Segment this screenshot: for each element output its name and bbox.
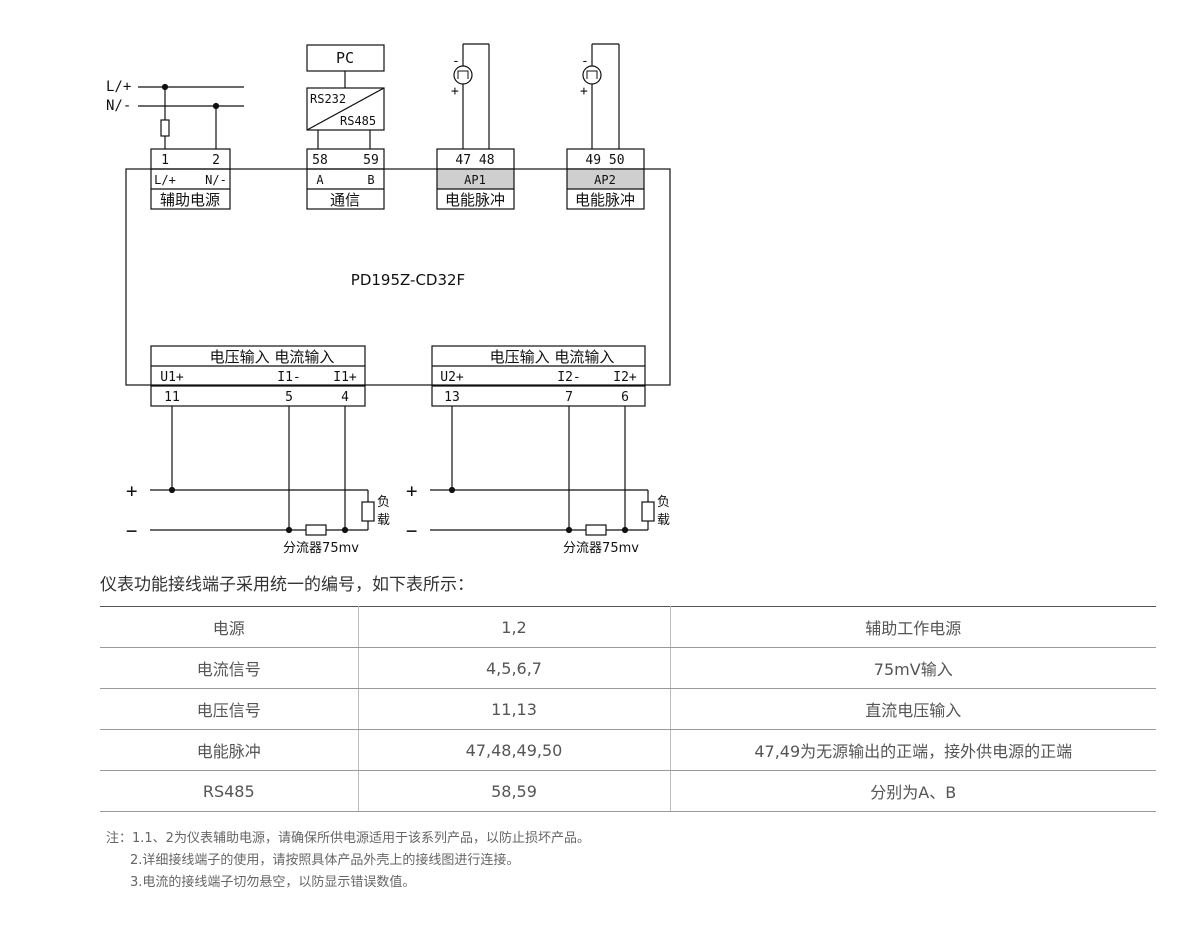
supply-phase-label: L/+ (106, 79, 131, 95)
table-cell: RS485 (100, 770, 359, 812)
block-caption: 电能脉冲 (445, 191, 505, 209)
pc-label: PC (336, 49, 354, 67)
input-pin: I1- (277, 370, 300, 385)
table-row: 电流信号 4,5,6,7 75mV输入 (100, 647, 1156, 689)
terminal-pin: B (367, 173, 374, 187)
note-line: 3.电流的接线端子切勿悬空，以防显示错误数值。 (130, 875, 416, 890)
table-cell: 分别为A、B (670, 770, 1156, 812)
input-pin: I1+ (333, 370, 357, 385)
input-number: 6 (621, 390, 629, 405)
dc-plus-label-2: + (406, 480, 417, 502)
table-cell: 辅助工作电源 (670, 606, 1156, 648)
terminal-number: 58 (312, 153, 328, 168)
pulse1-plus: + (451, 84, 459, 99)
terminal-pin: N/- (205, 173, 227, 187)
model-name: PD195Z-CD32F (351, 271, 465, 289)
dc-minus-label-2: − (406, 520, 417, 542)
terminal-number: 49 50 (585, 153, 624, 168)
converter-box (306, 87, 385, 131)
note-line: 注：1.1、2为仪表辅助电源，请确保所供电源适用于该系列产品，以防止损坏产品。 (106, 831, 590, 846)
load-label: 负 (657, 495, 670, 510)
input-number: 11 (164, 390, 180, 405)
load-label: 载 (657, 513, 670, 528)
shunt-resistor-2 (585, 524, 607, 536)
dc-plus-label-1: + (126, 480, 137, 502)
input-pin: U2+ (440, 370, 464, 385)
table-cell: 直流电压输入 (670, 688, 1156, 730)
block-caption: 辅助电源 (160, 191, 220, 209)
wiring-diagram: L/+ N/- PC RS232 RS485 - + - + 1 2 L/+ N… (106, 43, 671, 556)
table-cell: 电流信号 (100, 647, 359, 689)
table-cell: 58,59 (358, 770, 671, 812)
shunt-label: 分流器75mv (283, 541, 359, 556)
block-caption: 电能脉冲 (575, 191, 635, 209)
table-row: 电能脉冲 47,48,49,50 47,49为无源输出的正端，接外供电源的正端 (100, 729, 1156, 771)
terminal-number: 1 (161, 153, 169, 168)
load-label: 载 (377, 513, 390, 528)
note-line: 2.详细接线端子的使用，请按照具体产品外壳上的接线图进行连接。 (130, 853, 520, 868)
pulse2-plus: + (580, 84, 588, 99)
input-header: 电压输入 电流输入 (210, 348, 335, 366)
supply-neutral-label: N/- (106, 98, 131, 114)
input-number: 7 (565, 390, 573, 405)
input-pin: I2- (557, 370, 580, 385)
input-number: 5 (285, 390, 293, 405)
load-label: 负 (377, 495, 390, 510)
pulse2-minus: - (581, 54, 589, 69)
table-row: 电源 1,2 辅助工作电源 (100, 606, 1156, 648)
table-intro: 仪表功能接线端子采用统一的编号，如下表所示： (100, 575, 474, 595)
table-cell: 11,13 (358, 688, 671, 730)
table-row: 电压信号 11,13 直流电压输入 (100, 688, 1156, 730)
notes: 注：1.1、2为仪表辅助电源，请确保所供电源适用于该系列产品，以防止损坏产品。 … (106, 828, 590, 894)
table-cell: 75mV输入 (670, 647, 1156, 689)
load-resistor-2 (641, 501, 655, 522)
terminal-table: 电源 1,2 辅助工作电源 电流信号 4,5,6,7 75mV输入 电压信号 1… (100, 606, 1156, 812)
table-row: RS485 58,59 分别为A、B (100, 770, 1156, 812)
terminal-number: 47 48 (455, 153, 494, 168)
input-number: 13 (444, 390, 460, 405)
input-header: 电压输入 电流输入 (490, 348, 615, 366)
terminal-pin: L/+ (154, 173, 176, 187)
converter-top-label: RS232 (310, 92, 346, 106)
fuse (160, 119, 170, 137)
shunt-resistor-1 (305, 524, 327, 536)
dc-minus-label-1: − (126, 520, 137, 542)
table-cell: 47,49为无源输出的正端，接外供电源的正端 (670, 729, 1156, 771)
terminal-number: 59 (363, 153, 379, 168)
table-cell: 4,5,6,7 (358, 647, 671, 689)
table-cell: 电压信号 (100, 688, 359, 730)
input-pin: U1+ (160, 370, 184, 385)
terminal-pin: AP2 (594, 173, 616, 187)
meter-body (125, 168, 671, 386)
table-cell: 电源 (100, 606, 359, 648)
shunt-label: 分流器75mv (563, 541, 639, 556)
converter-bottom-label: RS485 (340, 114, 376, 128)
pulse1-minus: - (452, 54, 460, 69)
terminal-number: 2 (212, 153, 220, 168)
table-cell: 47,48,49,50 (358, 729, 671, 771)
table-cell: 电能脉冲 (100, 729, 359, 771)
input-number: 4 (341, 390, 349, 405)
table-cell: 1,2 (358, 606, 671, 648)
input-pin: I2+ (613, 370, 637, 385)
terminal-pin: AP1 (464, 173, 486, 187)
block-caption: 通信 (330, 191, 360, 209)
load-resistor-1 (361, 501, 375, 522)
terminal-pin: A (316, 173, 324, 187)
